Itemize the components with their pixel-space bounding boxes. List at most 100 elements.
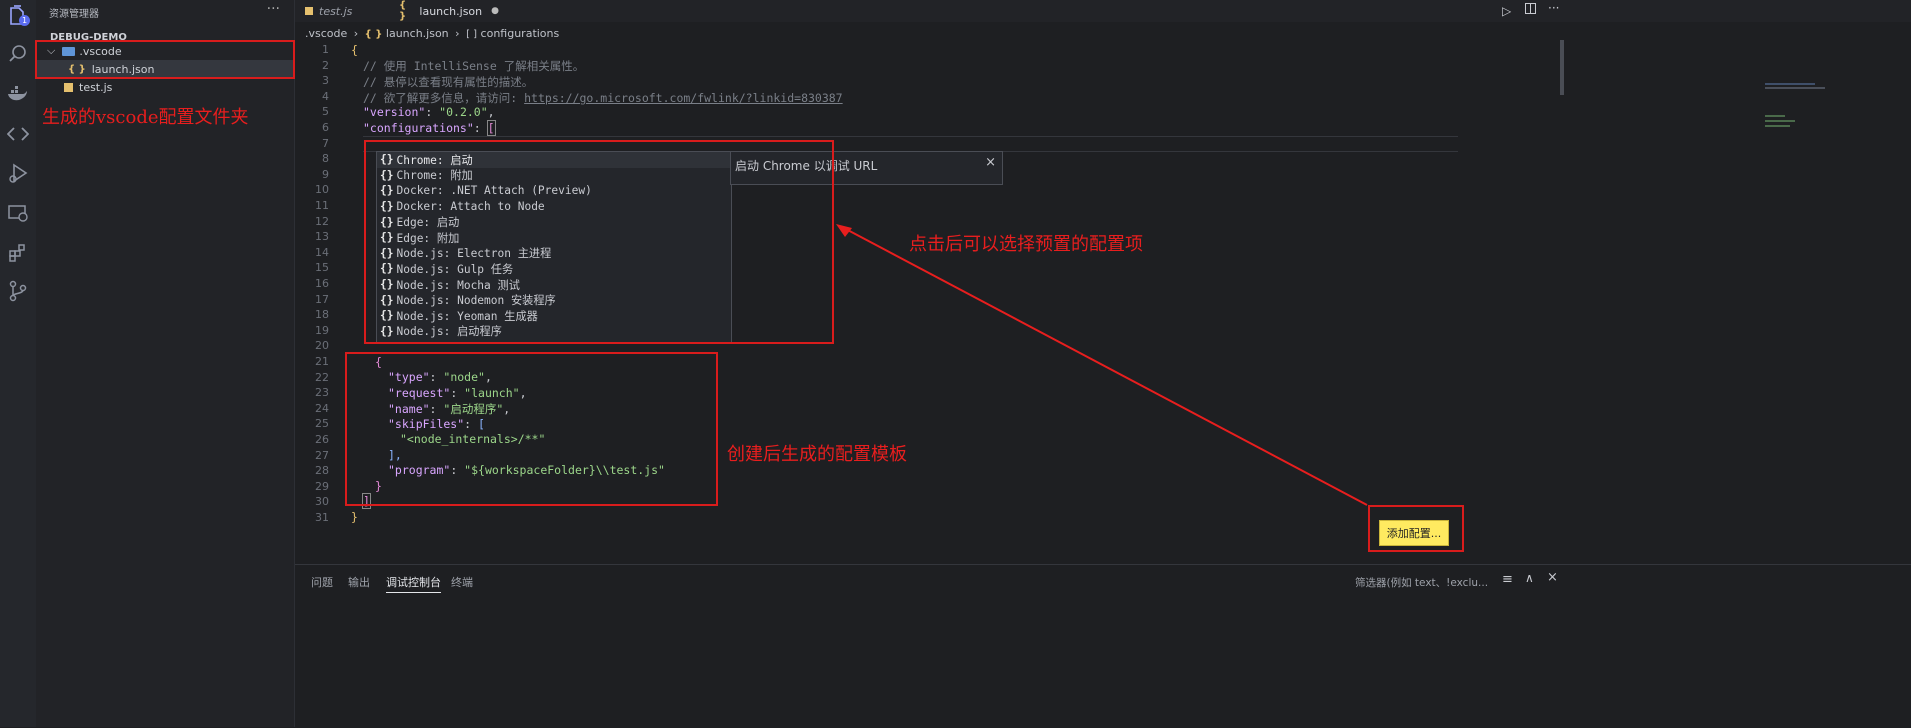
breadcrumb-folder[interactable]: .vscode: [305, 27, 348, 40]
suggestion-label: Docker: .NET Attach (Preview): [396, 184, 592, 198]
filter-input[interactable]: 筛选器(例如 text、!exclu...: [1355, 577, 1489, 589]
code-comment: // 使用 IntelliSense 了解相关属性。: [363, 59, 585, 73]
code-link[interactable]: https://go.microsoft.com/fwlink/?linkid=…: [524, 91, 843, 105]
clear-console-icon[interactable]: ≡: [1502, 572, 1513, 587]
tree-item-vscode-folder[interactable]: ⌵ .vscode: [36, 42, 294, 60]
chevron-up-icon[interactable]: ∧: [1525, 571, 1534, 585]
suggestion-item[interactable]: {}Edge: 附加: [377, 230, 731, 246]
breadcrumb-node[interactable]: configurations: [480, 27, 560, 40]
code-string: "launch": [464, 386, 520, 400]
suggestion-item[interactable]: {}Docker: Attach to Node: [377, 199, 731, 215]
remote-explorer-icon[interactable]: [6, 122, 30, 146]
editor-scrollbar[interactable]: [1560, 40, 1564, 95]
code-key: "version": [363, 105, 426, 119]
chevron-down-icon: ⌵: [47, 44, 56, 57]
line-number: 21: [315, 355, 329, 368]
line-number: 10: [315, 183, 329, 197]
suggestion-item[interactable]: {}Node.js: Gulp 任务: [377, 261, 731, 277]
breadcrumb: .vscode › { } launch.json › [ ] configur…: [305, 27, 559, 40]
suggestion-item[interactable]: {}Node.js: Nodemon 安装程序: [377, 292, 731, 308]
braces-icon: {}: [380, 278, 394, 292]
tab-output[interactable]: 输出: [348, 576, 370, 589]
code-token: {: [375, 355, 382, 369]
code-token: [: [478, 417, 485, 431]
extensions-icon[interactable]: [6, 241, 30, 265]
source-control-icon[interactable]: [6, 279, 30, 303]
line-number: 3: [322, 74, 329, 88]
suggestion-item[interactable]: {}Node.js: 启动程序: [377, 324, 731, 340]
run-debug-icon[interactable]: [6, 161, 30, 185]
editor-tab-bar: test.js { } launch.json ● ▷ ···: [295, 0, 1911, 22]
suggestion-item[interactable]: {}Chrome: 启动: [377, 152, 731, 168]
code-line-3: // 悬停以查看现有属性的描述。: [363, 74, 533, 90]
suggestion-label: Node.js: Nodemon 安装程序: [396, 294, 556, 308]
suggestion-item[interactable]: {}Node.js: Electron 主进程: [377, 246, 731, 262]
braces-icon: {}: [380, 153, 394, 167]
more-actions-icon[interactable]: ···: [266, 1, 280, 17]
unsaved-dot-icon[interactable]: ●: [491, 6, 499, 16]
braces-icon: {}: [380, 200, 394, 214]
more-actions-icon[interactable]: ···: [1548, 1, 1560, 15]
suggestion-item[interactable]: {}Chrome: 附加: [377, 168, 731, 184]
braces-icon: {}: [380, 324, 394, 338]
tab-test-js[interactable]: test.js: [305, 0, 395, 22]
line-number: 16: [315, 277, 329, 290]
line-number: 9: [322, 167, 329, 181]
run-icon[interactable]: ▷: [1502, 4, 1512, 18]
workspace-folder[interactable]: DEBUG-DEMO: [50, 32, 127, 43]
tree-item-launch-json[interactable]: { } launch.json: [36, 60, 294, 78]
add-configuration-button[interactable]: 添加配置...: [1379, 520, 1449, 546]
search-icon[interactable]: [6, 42, 30, 66]
tab-label: test.js: [319, 4, 353, 18]
tab-terminal[interactable]: 终端: [451, 576, 473, 589]
annotation-box-vscode-folder: [35, 40, 295, 79]
annotation-box-template: [345, 352, 718, 506]
minimap[interactable]: [1761, 80, 1851, 140]
suggestion-label: Node.js: Yeoman 生成器: [396, 309, 538, 323]
tab-launch-json[interactable]: { } launch.json ●: [399, 0, 499, 22]
line-number: 11: [315, 199, 329, 212]
braces-icon: {}: [380, 293, 394, 307]
line-number: 6: [322, 121, 329, 134]
suggestion-item[interactable]: {}Docker: .NET Attach (Preview): [377, 183, 731, 199]
docker-icon[interactable]: [6, 83, 30, 107]
code-line-21: {: [375, 355, 382, 369]
annotation-box-add-config: [1368, 505, 1464, 552]
suggestion-item[interactable]: {}Edge: 启动: [377, 214, 731, 230]
suggestion-label: Node.js: Mocha 测试: [396, 278, 520, 292]
code-token: }: [375, 479, 382, 493]
suggestion-item[interactable]: {}Node.js: Mocha 测试: [377, 277, 731, 293]
line-number: 22: [315, 370, 329, 384]
close-panel-icon[interactable]: ×: [1547, 570, 1558, 585]
code-key: "skipFiles": [388, 417, 465, 431]
tree-item-label: launch.json: [91, 62, 155, 76]
suggestion-list[interactable]: {}Chrome: 启动{}Chrome: 附加{}Docker: .NET A…: [376, 151, 732, 343]
code-line-27: ],: [388, 448, 402, 462]
close-icon[interactable]: ×: [985, 155, 996, 170]
tab-problems[interactable]: 问题: [311, 576, 333, 589]
tree-item-test-js[interactable]: test.js: [36, 78, 294, 96]
line-number: 29: [315, 479, 329, 493]
breadcrumb-separator: ›: [455, 27, 460, 40]
breadcrumb-file[interactable]: launch.json: [385, 27, 449, 40]
line-number: 27: [315, 448, 329, 462]
code-line-30: ]: [362, 493, 371, 509]
breadcrumb-separator: ›: [353, 27, 359, 40]
code-line-4: // 欲了解更多信息，请访问: https://go.microsoft.com…: [363, 90, 843, 106]
braces-icon: {}: [380, 262, 394, 276]
code-line-31: }: [351, 510, 358, 524]
line-number: 13: [315, 230, 329, 244]
array-icon: [ ]: [466, 29, 478, 40]
tab-debug-console[interactable]: 调试控制台: [386, 574, 441, 593]
remote-window-icon[interactable]: [6, 202, 30, 226]
line-number: 1: [322, 43, 329, 56]
braces-icon: {}: [380, 215, 394, 229]
suggestion-item[interactable]: {}Node.js: Yeoman 生成器: [377, 308, 731, 324]
code-string: "${workspaceFolder}\\test.js": [464, 463, 665, 477]
json-file-icon: { }: [399, 0, 407, 22]
line-number: 26: [315, 433, 329, 446]
braces-icon: {}: [380, 184, 394, 198]
code-line-24: "name": "启动程序",: [388, 402, 511, 416]
line-number: 17: [315, 292, 329, 306]
code-string: "<node_internals>/**": [400, 432, 546, 446]
